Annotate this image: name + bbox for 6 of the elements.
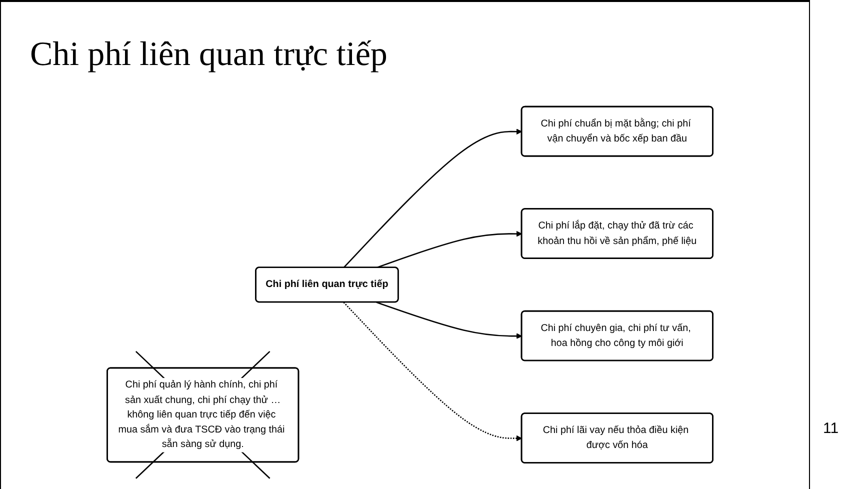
arrow bbox=[376, 302, 522, 339]
page-number: 11 bbox=[823, 420, 839, 437]
arrow bbox=[343, 302, 522, 442]
arrow bbox=[343, 128, 522, 268]
slide-title: Chi phí liên quan trực tiếp bbox=[30, 36, 388, 74]
arrow bbox=[376, 230, 522, 268]
